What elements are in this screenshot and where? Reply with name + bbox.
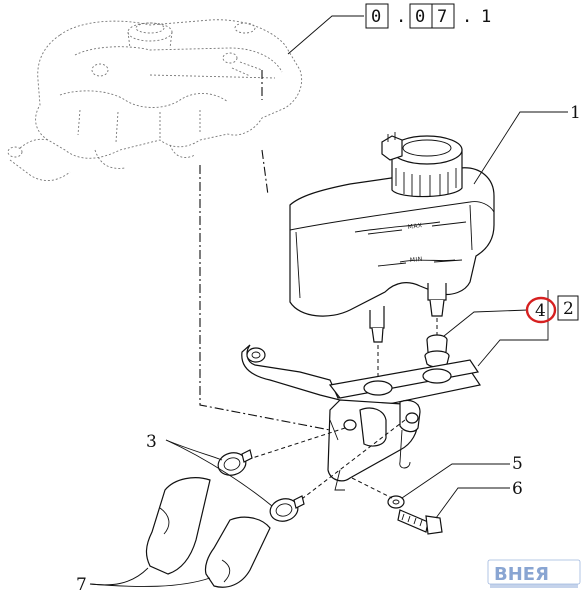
ref-char-2: . (396, 7, 406, 27)
manifold-connection-chainline (199, 70, 331, 431)
reservoir-alignment-lines (377, 318, 438, 380)
washer-and-bolt (351, 477, 443, 535)
grommet-seals (424, 334, 450, 368)
min-line (377, 259, 463, 267)
hose-clamps (217, 449, 305, 522)
master-cylinder-bracket (241, 344, 481, 491)
callout-2-box (557, 295, 579, 321)
ref-char-1: 0 (371, 7, 381, 27)
reference-group-label: 0 . 0 7 . 1 (365, 3, 491, 29)
reservoir-min-mark: MIN (410, 256, 423, 264)
callout-leaders (89, 15, 568, 587)
max-line (367, 221, 467, 235)
ref-char-3: 0 (415, 7, 425, 27)
manifold-ghost-outline (7, 19, 303, 182)
ref-char-4: 7 (437, 7, 447, 27)
ref-char-5: . (462, 7, 472, 27)
callout-5: 5 (512, 454, 523, 474)
watermark-text: ВНЕЯ (494, 564, 549, 585)
hose-alignment-lines (239, 419, 406, 509)
callout-7: 7 (76, 575, 87, 595)
callout-3: 3 (146, 432, 157, 452)
ref-char-6: 1 (481, 7, 491, 27)
callout-6: 6 (512, 479, 523, 499)
reservoir-max-mark: MAX (407, 222, 423, 231)
callout-2: 2 (563, 299, 574, 319)
callout-4-highlight (525, 296, 557, 324)
callout-4: 4 (535, 301, 546, 321)
callout-1: 1 (570, 103, 581, 123)
watermark-logo: ВНЕЯ (487, 559, 581, 588)
brake-fluid-reservoir (289, 132, 495, 343)
reservoir-hoses (145, 477, 271, 588)
